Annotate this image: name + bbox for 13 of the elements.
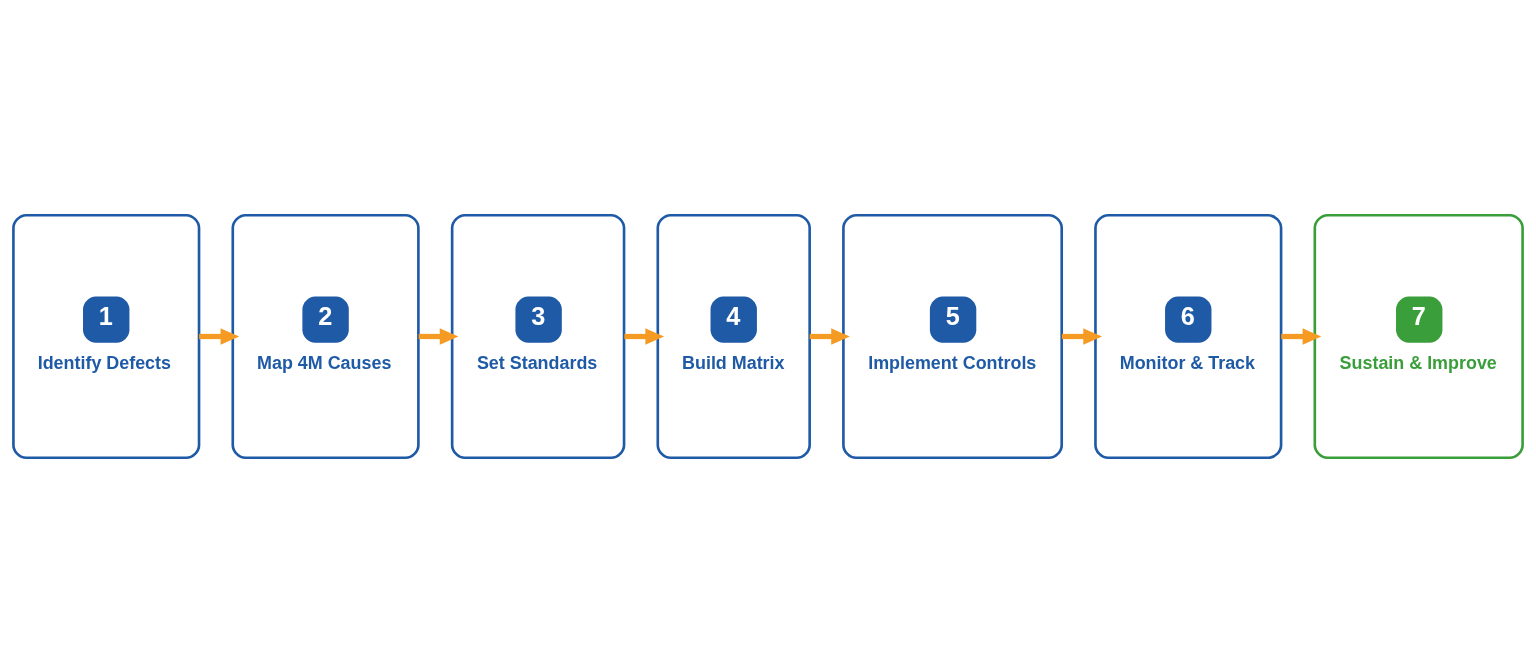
arrow (809, 327, 850, 345)
arrow (1281, 327, 1322, 345)
node-box: 4 Build Matrix (656, 213, 811, 459)
node-box: 7 Sustain & Improve (1313, 213, 1524, 459)
node-box: 6 Monitor & Track (1094, 213, 1283, 459)
node-box: 3 Set Standards (450, 213, 626, 459)
arrow (624, 327, 665, 345)
arrow (418, 327, 459, 345)
node-box: 1 Identify Defects (12, 213, 201, 459)
arrow (1061, 327, 1102, 345)
arrow (199, 327, 240, 345)
node-box: 2 Map 4M Causes (231, 213, 420, 459)
node-box: 5 Implement Controls (842, 213, 1064, 459)
